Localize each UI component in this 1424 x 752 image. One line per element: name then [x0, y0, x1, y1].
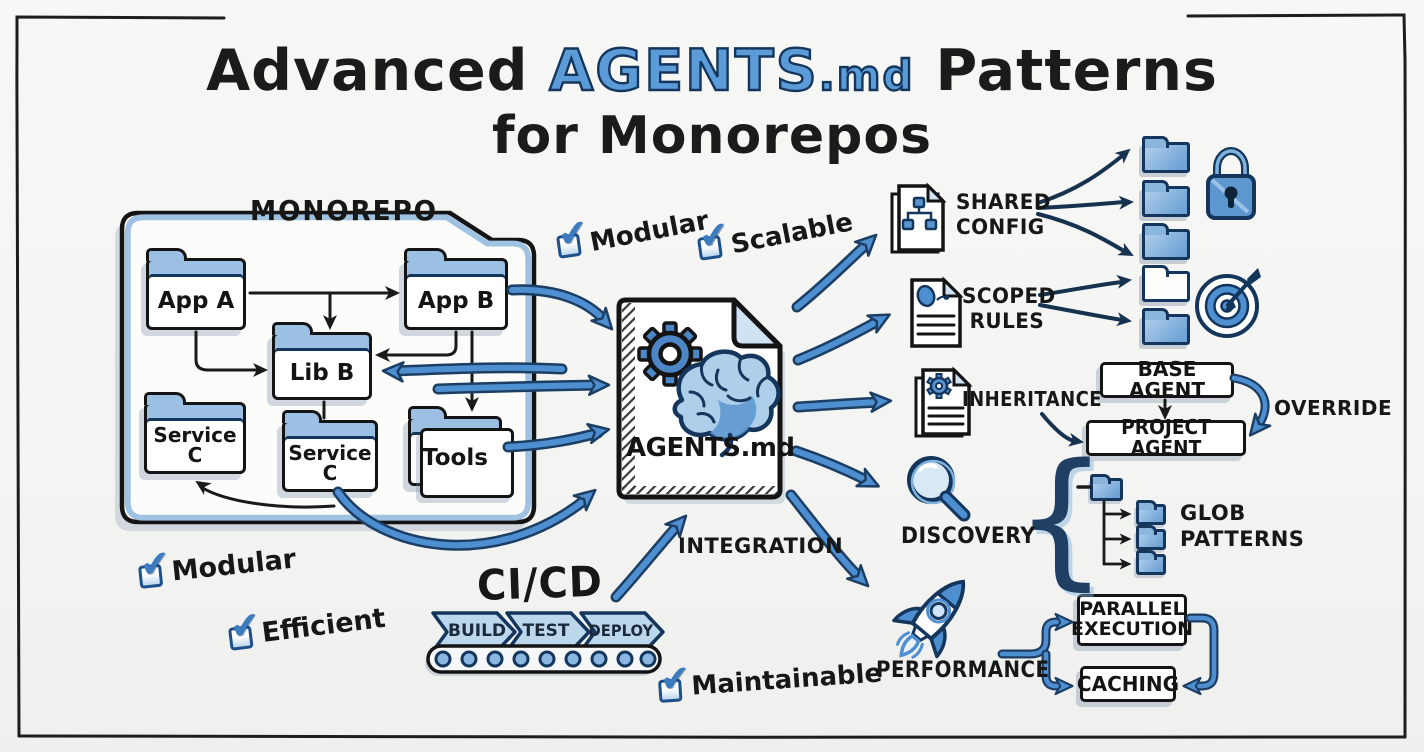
project-agent-box: PROJECT AGENT — [1086, 417, 1246, 459]
scoped-rules-doc-icon — [910, 276, 964, 348]
dart — [1226, 274, 1256, 307]
target-icon — [1195, 268, 1261, 338]
override-label: OVERRIDE — [1274, 396, 1393, 420]
root-folder-icon — [1090, 474, 1123, 501]
stage-build-label: BUILD — [448, 621, 507, 641]
folder-tools: Tools — [408, 406, 514, 498]
gear-glyph — [925, 373, 953, 399]
check-icon: ✔ — [227, 604, 263, 649]
folder-icon — [1142, 265, 1190, 302]
folder-service-c-left: Service C — [144, 392, 246, 474]
title-line1: Advanced AGENTS.md Patterns — [0, 37, 1424, 105]
folder-tab — [272, 322, 314, 335]
org-chart-glyph — [901, 196, 938, 231]
monorepo-label: MONOREPO — [250, 194, 438, 227]
title-line2: for Monorepos — [491, 106, 933, 166]
gear-icon — [637, 321, 703, 387]
title-word-patterns: Patterns — [935, 38, 1218, 104]
folder-service-c-mid: Service C — [282, 410, 378, 492]
folder-tab — [282, 410, 322, 423]
integration-label: INTEGRATION — [678, 534, 844, 558]
folded-corner — [731, 297, 783, 349]
folder-tab — [404, 248, 448, 261]
folder-lib-b: Lib B — [272, 322, 372, 400]
folder-icon — [1142, 223, 1190, 260]
folder-icon — [1136, 500, 1166, 525]
caching-box: CACHING — [1077, 666, 1179, 702]
folder-app-a: App A — [146, 248, 246, 330]
title-word-md: .md — [818, 50, 915, 101]
document-shadow — [624, 307, 785, 504]
rocket-icon — [892, 579, 966, 659]
document-hatch-edge — [622, 303, 635, 494]
brace: { — [1014, 432, 1109, 604]
scope-glyph — [916, 284, 936, 308]
check-icon: ✔ — [555, 211, 591, 257]
folder-icon — [1142, 308, 1190, 345]
shared-config-doc-icon — [890, 182, 947, 254]
folder-app-b: App B — [404, 248, 508, 330]
folder-tab — [144, 392, 187, 405]
check-icon: ✔ — [137, 542, 173, 587]
stage-test-label: TEST — [522, 621, 570, 641]
cicd-label: CI/CD — [476, 556, 604, 610]
check-icon: ✔ — [658, 657, 692, 701]
folder-icon — [1136, 525, 1166, 550]
folder-icon — [1142, 180, 1190, 217]
check-icon: ✔ — [696, 213, 732, 259]
agents-md-document — [616, 297, 785, 504]
performance-label: PERFORMANCE — [876, 658, 1050, 683]
folder-icon — [1142, 136, 1190, 173]
discovery-label: DISCOVERY — [901, 524, 1036, 549]
folder-tab — [408, 406, 447, 419]
magnifier-icon — [907, 456, 971, 522]
title-word-advanced: Advanced — [206, 38, 529, 104]
folder-icon — [1136, 550, 1166, 575]
folder-tab — [146, 248, 188, 261]
title-word-agents: AGENTS — [548, 37, 819, 105]
page-title: Advanced AGENTS.md Patterns for Monorepo… — [0, 37, 1424, 166]
inheritance-label: INHERITANCE — [962, 387, 1103, 411]
agents-md-filename: AGENTS.md — [626, 433, 795, 463]
base-agent-box: BASE AGENT — [1100, 359, 1234, 401]
stage-deploy-label: DEPLOY — [588, 621, 654, 640]
